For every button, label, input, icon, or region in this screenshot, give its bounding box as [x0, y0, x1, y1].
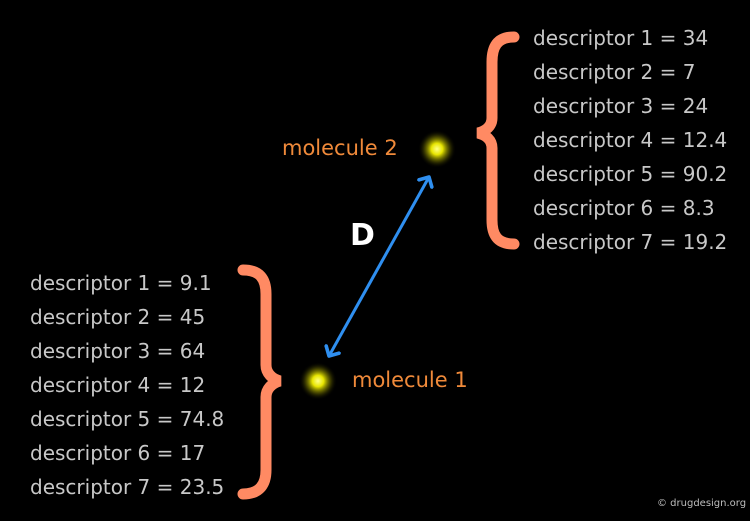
molecule-1-dot: [299, 362, 337, 400]
molecule-1-descriptor-list: descriptor 1 = 9.1 descriptor 2 = 45 des…: [30, 266, 224, 504]
distance-arrow: [329, 177, 429, 356]
descriptor-item: descriptor 1 = 34: [533, 26, 709, 50]
brace-molecule-2: [476, 31, 520, 250]
descriptor-item: descriptor 3 = 24: [533, 94, 709, 118]
descriptor-item: descriptor 3 = 64: [30, 339, 206, 363]
descriptor-item: descriptor 6 = 8.3: [533, 196, 715, 220]
molecule-2-descriptor-list: descriptor 1 = 34 descriptor 2 = 7 descr…: [533, 21, 727, 259]
descriptor-item: descriptor 4 = 12.4: [533, 128, 728, 152]
copyright-notice: © drugdesign.org: [657, 498, 747, 509]
descriptor-item: descriptor 6 = 17: [30, 441, 206, 465]
molecule-1-label: molecule 1: [352, 368, 468, 392]
descriptor-item: descriptor 5 = 74.8: [30, 407, 225, 431]
descriptor-item: descriptor 1 = 9.1: [30, 271, 212, 295]
descriptor-item: descriptor 5 = 90.2: [533, 162, 728, 186]
molecule-2-label: molecule 2: [282, 136, 398, 160]
descriptor-item: descriptor 7 = 23.5: [30, 475, 225, 499]
descriptor-item: descriptor 2 = 45: [30, 305, 206, 329]
descriptor-item: descriptor 7 = 19.2: [533, 230, 728, 254]
descriptor-item: descriptor 2 = 7: [533, 60, 696, 84]
distance-label: D: [350, 218, 375, 253]
molecule-2-dot: [418, 130, 456, 168]
brace-molecule-1: [237, 264, 282, 500]
descriptor-item: descriptor 4 = 12: [30, 373, 206, 397]
